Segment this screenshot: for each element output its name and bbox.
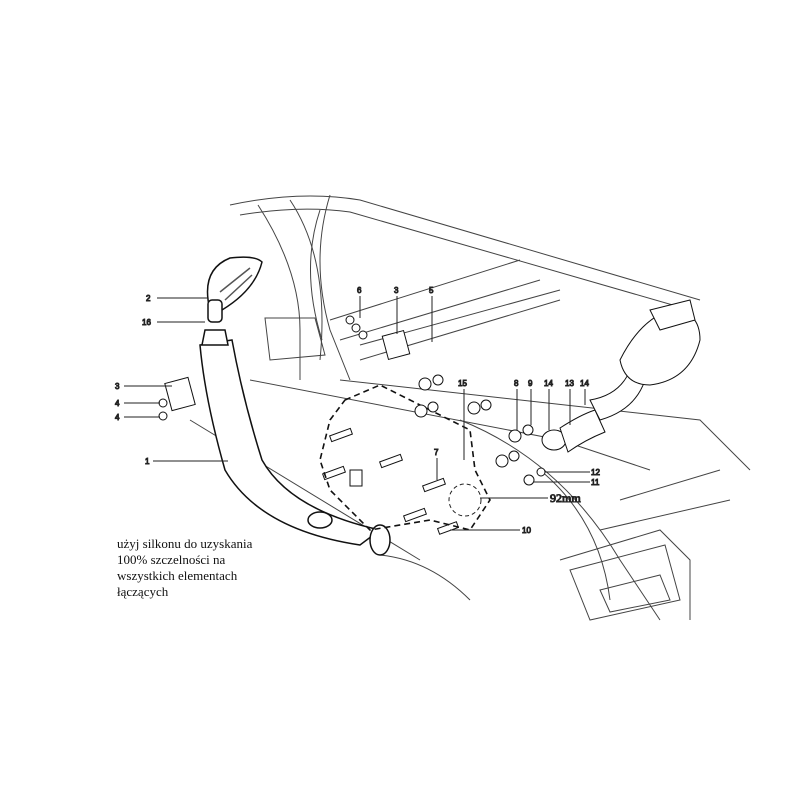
callout-6: 6 bbox=[357, 286, 362, 295]
callout-10: 10 bbox=[522, 526, 531, 535]
callout-8: 8 bbox=[514, 379, 519, 388]
hole-92mm bbox=[448, 483, 482, 517]
note-line: łączących bbox=[117, 584, 169, 599]
callout-16: 16 bbox=[142, 318, 151, 327]
callout-11: 11 bbox=[591, 478, 600, 487]
callout-14b: 14 bbox=[580, 379, 589, 388]
studs bbox=[321, 427, 460, 535]
callout-1: 1 bbox=[145, 457, 150, 466]
silicone-note: użyj silkonu do uzyskania 100% szczelnoś… bbox=[117, 536, 252, 600]
callout-5: 5 bbox=[429, 286, 434, 295]
callout-7: 7 bbox=[434, 448, 439, 457]
leader-lines bbox=[124, 296, 590, 531]
callout-4a: 4 bbox=[115, 399, 120, 408]
mounting-template-outline bbox=[319, 384, 491, 531]
note-line: wszystkich elementach bbox=[117, 568, 238, 583]
washers-and-nuts bbox=[158, 315, 546, 486]
note-line: użyj silkonu do uzyskania bbox=[117, 536, 253, 551]
callout-14a: 14 bbox=[544, 379, 553, 388]
callout-12: 12 bbox=[591, 468, 600, 477]
callout-3-top: 3 bbox=[394, 286, 399, 295]
callout-13: 13 bbox=[565, 379, 574, 388]
callout-2: 2 bbox=[146, 294, 151, 303]
callout-3-left: 3 bbox=[115, 382, 120, 391]
callout-15: 15 bbox=[458, 379, 467, 388]
callout-9: 9 bbox=[528, 379, 533, 388]
air-cleaner-and-hose bbox=[541, 299, 701, 453]
hole-size-label: 92mm bbox=[550, 491, 581, 505]
note-line: 100% szczelności na bbox=[117, 552, 226, 567]
snorkel bbox=[199, 256, 391, 556]
callout-4b: 4 bbox=[115, 413, 120, 422]
